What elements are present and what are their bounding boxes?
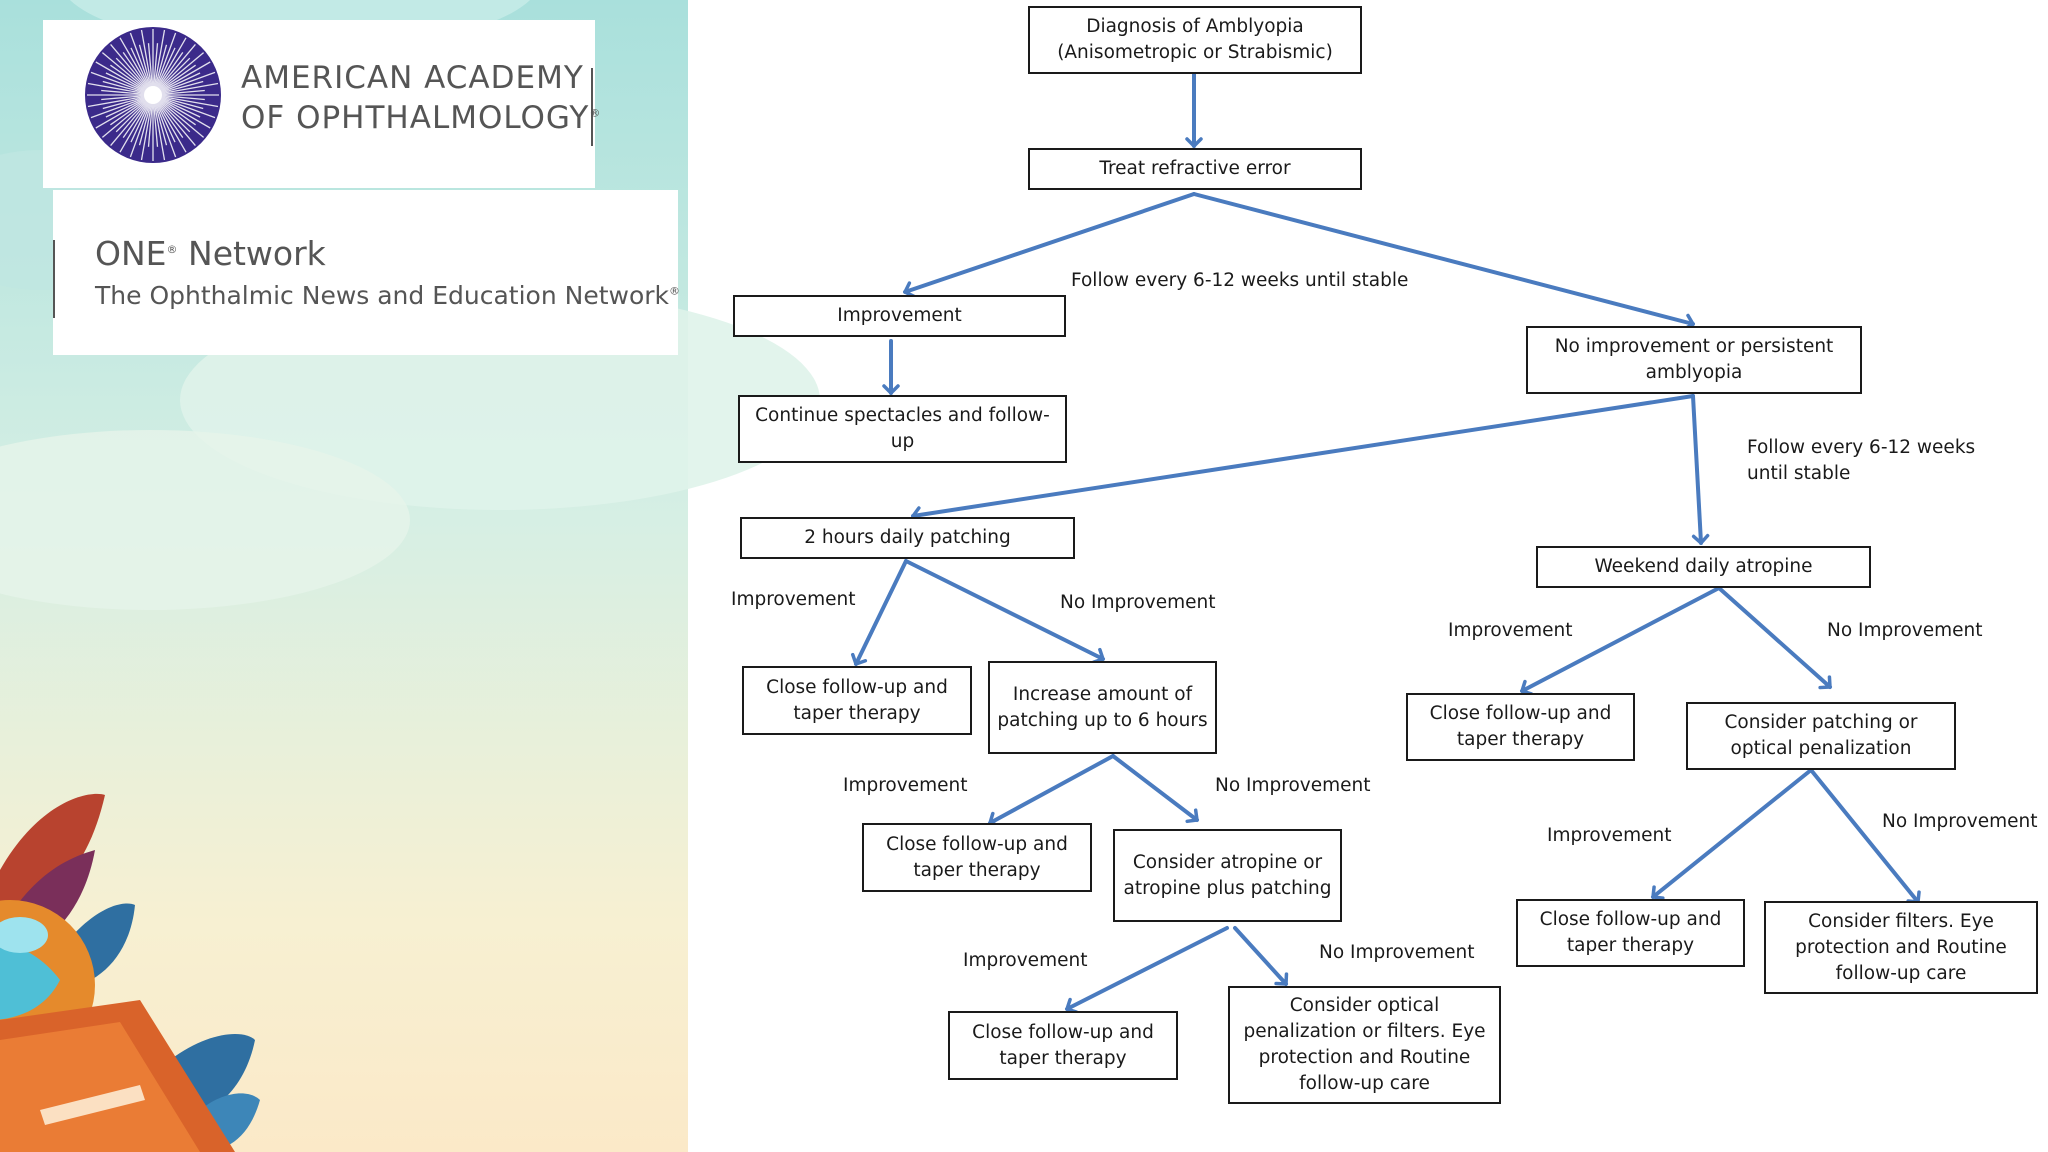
edge-treat-to-improvement <box>903 192 1196 299</box>
label-no-improvement-patching: No Improvement <box>1060 592 1216 613</box>
node-close-followup-5: Close follow-up and taper therapy <box>948 1011 1178 1080</box>
node-daily-patching: 2 hours daily patching <box>740 517 1075 559</box>
label-improvement-atropine: Improvement <box>1448 620 1573 641</box>
node-close-followup-2: Close follow-up and taper therapy <box>1406 693 1635 761</box>
node-consider-optical-penalization: Consider optical penalization or filters… <box>1228 986 1501 1104</box>
label-follow-every-6-12-weeks: Follow every 6-12 weeks until stable <box>1071 270 1409 291</box>
one-network-title: ONE® Network <box>95 234 326 273</box>
edge-patching-to-close1 <box>851 559 908 666</box>
label-no-improvement-atropine: No Improvement <box>1827 620 1983 641</box>
node-treat-refractive-error: Treat refractive error <box>1028 148 1362 190</box>
label-no-improvement-increase: No Improvement <box>1215 775 1371 796</box>
label-improvement-patching: Improvement <box>731 589 856 610</box>
edge-atropine-to-consider-patching <box>1717 586 1832 690</box>
label-no-improvement-consider-patching: No Improvement <box>1882 811 2038 832</box>
aao-name-line2: OF OPHTHALMOLOGY® <box>241 100 602 136</box>
aao-logo: AMERICAN ACADEMY OF OPHTHALMOLOGY® <box>43 20 600 188</box>
one-network-logo: ONE® Network The Ophthalmic News and Edu… <box>53 190 681 355</box>
node-increase-patching: Increase amount of patching up to 6 hour… <box>988 661 1217 754</box>
edge-atropine-to-close2 <box>1520 586 1721 696</box>
edge-no-improvement-to-atropine <box>1691 394 1710 545</box>
book-icon <box>0 1000 235 1152</box>
node-close-followup-4: Close follow-up and taper therapy <box>1516 899 1745 967</box>
node-weekend-atropine: Weekend daily atropine <box>1536 546 1871 588</box>
edge-increase-to-close3 <box>988 754 1115 828</box>
label-no-improvement-consider-atropine: No Improvement <box>1319 942 1475 963</box>
edge-patching-to-increase <box>904 559 1105 664</box>
edge-consider-atropine-to-consider-optical <box>1233 926 1289 986</box>
node-consider-patching-optical: Consider patching or optical penalizatio… <box>1686 702 1956 770</box>
starburst-logo-icon <box>85 27 221 163</box>
node-continue-spectacles: Continue spectacles and follow-up <box>738 395 1067 463</box>
edge-consider-patching-to-close4 <box>1651 768 1813 900</box>
node-consider-filters: Consider filters. Eye protection and Rou… <box>1764 901 2038 994</box>
node-close-followup-3: Close follow-up and taper therapy <box>862 823 1092 892</box>
edge-treat-to-no-improvement <box>1192 192 1695 331</box>
label-improvement-consider-atropine: Improvement <box>963 950 1088 971</box>
edge-no-improvement-to-patching <box>911 394 1695 524</box>
node-improvement: Improvement <box>733 295 1066 337</box>
label-improvement-consider-patching: Improvement <box>1547 825 1672 846</box>
node-close-followup-1: Close follow-up and taper therapy <box>742 666 972 735</box>
aao-name-line1: AMERICAN ACADEMY <box>241 60 584 96</box>
edge-consider-atropine-to-close5 <box>1065 926 1229 1014</box>
divider <box>591 68 593 146</box>
label-follow-every-6-12-weeks-2: Follow every 6-12 weeks <box>1747 437 1976 458</box>
edge-consider-patching-to-consider-filters <box>1809 768 1921 904</box>
node-no-improvement: No improvement or persistent amblyopia <box>1526 326 1862 394</box>
label-improvement-increase: Improvement <box>843 775 968 796</box>
edge-increase-to-consider-atropine <box>1111 754 1199 824</box>
divider <box>53 240 55 318</box>
label-until-stable: until stable <box>1747 463 1851 484</box>
node-diagnosis: Diagnosis of Amblyopia (Anisometropic or… <box>1028 6 1362 74</box>
node-consider-atropine: Consider atropine or atropine plus patch… <box>1113 829 1342 922</box>
one-network-subtitle: The Ophthalmic News and Education Networ… <box>95 281 681 310</box>
